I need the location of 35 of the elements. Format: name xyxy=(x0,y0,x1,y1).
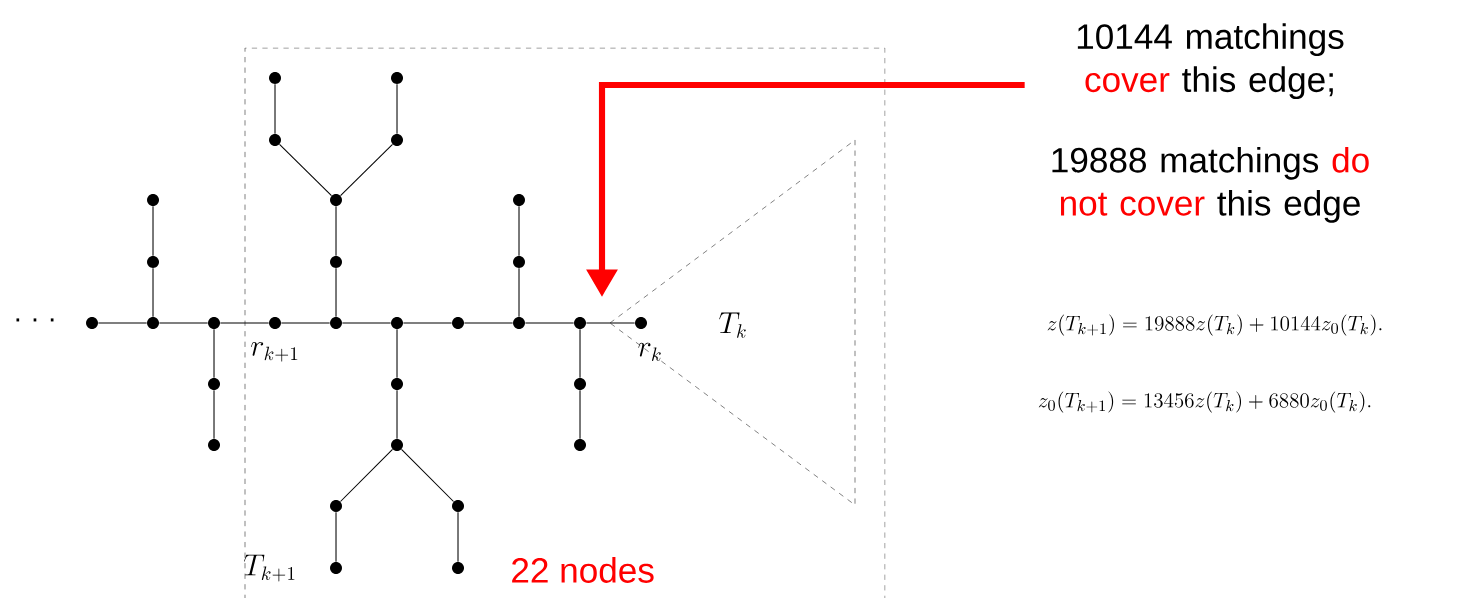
line xyxy=(274,83,276,135)
line xyxy=(396,328,398,379)
line xyxy=(396,83,398,135)
ellipsis: · · · xyxy=(16,318,54,322)
line xyxy=(335,205,337,257)
line xyxy=(457,511,459,563)
node-label: $r_{k+1}$ xyxy=(251,342,298,362)
line xyxy=(213,328,215,379)
line xyxy=(219,322,270,324)
line xyxy=(97,322,148,324)
line xyxy=(400,448,455,503)
line xyxy=(579,389,581,440)
line xyxy=(339,448,394,503)
line xyxy=(463,322,514,324)
line xyxy=(340,143,393,197)
annotation-text: 10144 matchings cover this edge; 19888 matchings do not cover this edge xyxy=(1052,23,1369,223)
equation: $z(T_{k+1}) = 19888z(T_k) + 10144z_0(T_k).$ xyxy=(1047,314,1382,336)
node-label: $r_k$ xyxy=(638,342,661,362)
line xyxy=(341,322,392,324)
line xyxy=(280,322,331,324)
equation: $z_0(T_{k+1}) = 13456z(T_k) + 6880z_0(T_k).$ xyxy=(1038,391,1371,413)
line xyxy=(524,322,575,324)
line xyxy=(402,322,453,324)
line xyxy=(152,205,154,257)
line xyxy=(335,267,337,318)
line xyxy=(213,389,215,440)
line xyxy=(396,389,398,440)
line xyxy=(279,143,332,197)
line xyxy=(518,205,520,257)
line xyxy=(585,322,636,324)
line xyxy=(158,322,209,324)
line xyxy=(518,267,520,318)
line xyxy=(152,267,154,318)
line xyxy=(335,511,337,563)
line xyxy=(579,328,581,379)
